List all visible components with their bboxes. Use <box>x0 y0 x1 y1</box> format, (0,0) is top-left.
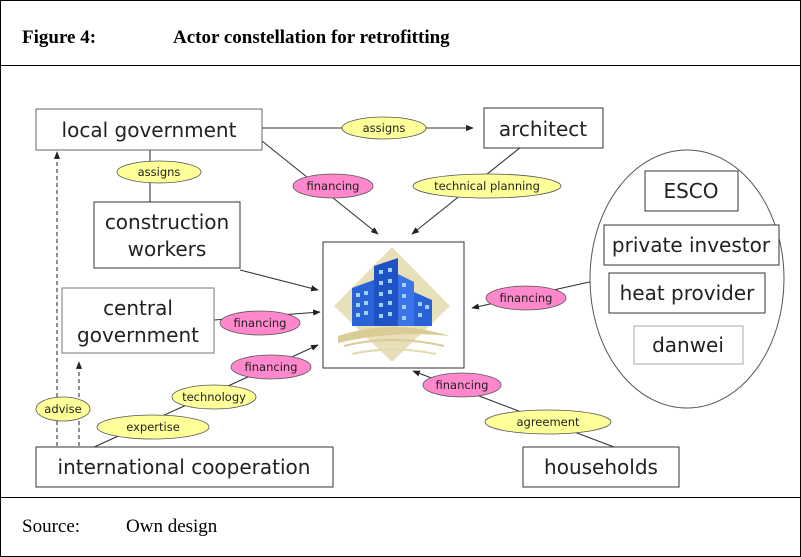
node-local-government: local government <box>35 108 263 151</box>
actor-group-ellipse: ESCO private investor heat provider danw… <box>589 149 785 409</box>
svg-text:technical planning: technical planning <box>434 179 540 193</box>
source-value: Own design <box>126 516 218 537</box>
svg-text:technology: technology <box>182 390 246 404</box>
svg-text:assigns: assigns <box>363 121 406 135</box>
svg-text:financing: financing <box>245 360 298 374</box>
edge-label-agreement: agreement <box>484 409 612 435</box>
edge-label-financing-households: financing <box>422 372 502 398</box>
node-heat-provider: heat provider <box>608 272 766 314</box>
local-government-label: local government <box>62 118 237 142</box>
architect-label: architect <box>499 117 587 141</box>
building-icon <box>352 258 432 326</box>
private-investor-label: private investor <box>612 233 771 257</box>
svg-text:assigns: assigns <box>138 165 181 179</box>
edge-label-financing-local: financing <box>292 173 374 199</box>
central-government-line1: central <box>103 296 173 320</box>
node-construction-workers: construction workers <box>93 201 241 269</box>
node-central-government: central government <box>61 287 215 354</box>
node-building <box>322 241 465 369</box>
construction-workers-line1: construction <box>105 210 229 234</box>
edge-label-assigns-architect: assigns <box>341 116 427 140</box>
source-label: Source: <box>22 516 81 537</box>
svg-text:expertise: expertise <box>126 420 180 434</box>
central-government-line2: government <box>77 323 199 347</box>
node-households: households <box>522 446 680 488</box>
figure-label: Figure 4: <box>22 27 97 48</box>
edge-label-financing-intl: financing <box>230 354 312 380</box>
esco-label: ESCO <box>663 179 718 203</box>
households-label: households <box>544 455 658 479</box>
svg-text:financing: financing <box>307 179 360 193</box>
figure-header: Figure 4: Actor constellation for retrof… <box>1 1 800 66</box>
svg-text:financing: financing <box>436 378 489 392</box>
figure-footer: Source: Own design <box>1 497 800 557</box>
svg-text:advise: advise <box>44 402 81 416</box>
edge-label-assigns-workers: assigns <box>116 160 202 184</box>
edge-label-technical-planning: technical planning <box>412 173 562 199</box>
figure-title: Actor constellation for retrofitting <box>173 27 450 48</box>
node-danwei: danwei <box>633 325 744 365</box>
international-cooperation-label: international cooperation <box>58 455 311 479</box>
svg-text:financing: financing <box>234 316 287 330</box>
edge-label-technology: technology <box>171 384 257 410</box>
svg-text:financing: financing <box>500 291 553 305</box>
danwei-label: danwei <box>652 333 724 357</box>
building-ground-swoosh <box>338 327 450 343</box>
arrow-workers-to-building <box>239 269 319 292</box>
edge-label-expertise: expertise <box>96 414 210 440</box>
edge-label-financing-group: financing <box>485 285 567 311</box>
svg-text:agreement: agreement <box>516 415 580 429</box>
heat-provider-label: heat provider <box>620 281 756 305</box>
node-architect: architect <box>483 107 604 149</box>
node-international-cooperation: international cooperation <box>35 446 334 488</box>
construction-workers-line2: workers <box>128 237 207 261</box>
node-esco: ESCO <box>644 170 739 212</box>
edge-label-advise: advise <box>35 396 91 422</box>
node-private-investor: private investor <box>603 224 780 266</box>
edge-label-financing-central: financing <box>219 310 301 336</box>
